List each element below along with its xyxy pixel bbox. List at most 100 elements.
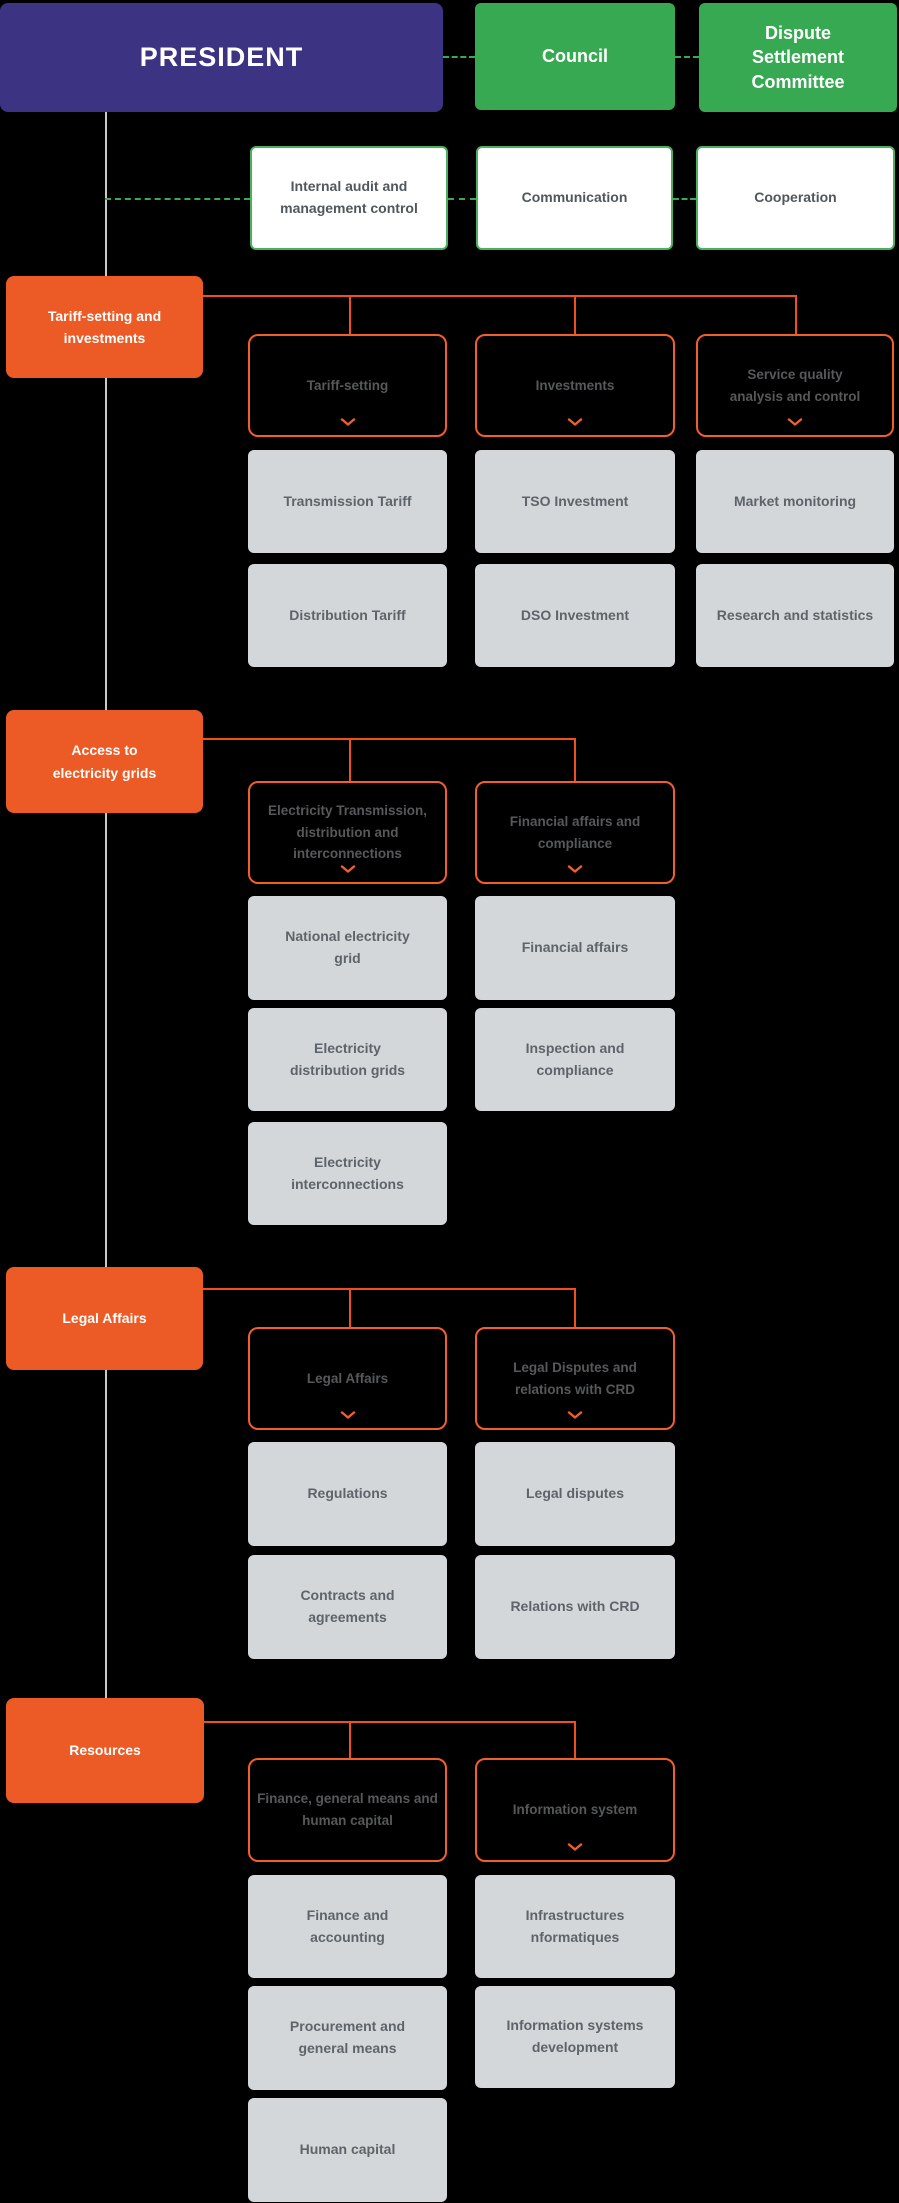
connector-line <box>574 1721 576 1758</box>
group-tariff-setting[interactable]: Tariff-setting <box>248 334 447 437</box>
node-inspection-compliance: Inspection and compliance <box>475 1008 675 1111</box>
group-electricity-transmission[interactable]: Electricity Transmission, distribution a… <box>248 781 447 884</box>
node-label: Finance and accounting <box>306 1906 389 1945</box>
node-label: Legal disputes <box>525 1485 625 1502</box>
connector-line <box>574 295 576 334</box>
node-relations-crd: Relations with CRD <box>475 1555 675 1659</box>
connector-line <box>349 1288 351 1327</box>
group-information-system[interactable]: Information system <box>475 1758 675 1862</box>
council-label: Council <box>542 46 608 67</box>
connector-line <box>574 738 576 781</box>
section-tariff-investments: Tariff-setting and investments <box>6 276 203 378</box>
group-heading: Legal Disputes and relations with CRD <box>513 1359 637 1397</box>
node-label: Regulations <box>307 1485 388 1502</box>
node-distribution-tariff: Distribution Tariff <box>248 564 447 667</box>
node-label: DSO Investment <box>520 606 630 623</box>
node-label: Distribution Tariff <box>289 606 406 623</box>
chevron-down-icon <box>340 418 356 426</box>
group-heading: Financial affairs and compliance <box>509 813 641 851</box>
section-title: Access to electricity grids <box>52 742 157 781</box>
chevron-down-icon <box>567 865 583 873</box>
chevron-down-icon <box>567 1411 583 1419</box>
communication-label: Communication <box>521 189 628 206</box>
group-heading: Finance, general means and human capital <box>257 1791 438 1828</box>
group-heading: Information system <box>512 1802 638 1818</box>
node-label: Human capital <box>299 2141 396 2158</box>
node-label: Infrastructures nformatiques <box>525 1906 625 1945</box>
node-label: Relations with CRD <box>510 1598 640 1615</box>
group-service-quality[interactable]: Service quality analysis and control <box>696 334 894 437</box>
node-electricity-distribution-grids: Electricity distribution grids <box>248 1008 447 1111</box>
chevron-down-icon <box>340 1411 356 1419</box>
connector-line <box>203 1721 576 1723</box>
connector-line <box>574 1288 576 1327</box>
node-research-statistics: Research and statistics <box>696 564 894 667</box>
node-legal-disputes: Legal disputes <box>475 1442 675 1546</box>
section-legal-affairs: Legal Affairs <box>6 1267 203 1370</box>
section-title: Tariff-setting and investments <box>47 307 162 346</box>
node-label: Contracts and agreements <box>300 1587 395 1625</box>
dispute-committee-label: Dispute Settlement Committee <box>751 23 845 92</box>
node-cooperation: Cooperation <box>696 146 895 250</box>
dashed-connector <box>673 198 696 200</box>
node-dispute-settlement-committee: Dispute Settlement Committee <box>699 3 897 112</box>
node-finance-accounting: Finance and accounting <box>248 1875 447 1978</box>
node-label: TSO Investment <box>521 492 629 509</box>
group-heading: Electricity Transmission, distribution a… <box>267 803 428 862</box>
connector-line <box>349 738 351 781</box>
cooperation-label: Cooperation <box>754 189 837 206</box>
group-heading: Legal Affairs <box>306 1370 389 1386</box>
node-procurement-general-means: Procurement and general means <box>248 1986 447 2090</box>
node-human-capital: Human capital <box>248 2098 447 2202</box>
node-national-electricity-grid: National electricity grid <box>248 896 447 1000</box>
group-heading: Tariff-setting <box>306 377 389 393</box>
connector-line <box>349 295 351 334</box>
connector-line <box>203 1288 576 1290</box>
group-heading: Service quality analysis and control <box>729 366 861 404</box>
node-label: Electricity interconnections <box>291 1153 404 1192</box>
node-it-infrastructures: Infrastructures nformatiques <box>475 1875 675 1978</box>
group-legal-affairs[interactable]: Legal Affairs <box>248 1327 447 1430</box>
node-president: PRESIDENT <box>0 3 443 112</box>
node-label: Inspection and compliance <box>525 1039 625 1078</box>
dashed-connector <box>448 198 476 200</box>
group-heading: Investments <box>535 377 615 393</box>
president-trunk-line <box>105 112 107 1698</box>
node-label: Electricity distribution grids <box>289 1039 406 1078</box>
node-tso-investment: TSO Investment <box>475 450 675 553</box>
group-finance-means-human-capital[interactable]: Finance, general means and human capital <box>248 1758 447 1862</box>
node-label: Information systems development <box>506 2017 644 2055</box>
node-information-systems-development: Information systems development <box>475 1986 675 2088</box>
node-label: Market monitoring <box>733 492 857 509</box>
node-council: Council <box>475 3 675 110</box>
node-label: Transmission Tariff <box>283 492 412 509</box>
president-label: PRESIDENT <box>139 42 304 72</box>
connector-line <box>203 738 576 740</box>
node-financial-affairs: Financial affairs <box>475 896 675 1000</box>
group-legal-disputes-crd[interactable]: Legal Disputes and relations with CRD <box>475 1327 675 1430</box>
node-internal-audit: Internal audit and management control <box>250 146 448 250</box>
chevron-down-icon <box>567 1843 583 1851</box>
chevron-down-icon <box>340 865 356 873</box>
node-label: National electricity grid <box>285 928 410 966</box>
node-regulations: Regulations <box>248 1442 447 1546</box>
node-market-monitoring: Market monitoring <box>696 450 894 553</box>
dashed-connector <box>105 198 250 200</box>
group-financial-affairs-compliance[interactable]: Financial affairs and compliance <box>475 781 675 884</box>
section-access-grids: Access to electricity grids <box>6 710 203 813</box>
node-transmission-tariff: Transmission Tariff <box>248 450 447 553</box>
section-resources: Resources <box>6 1698 204 1803</box>
node-communication: Communication <box>476 146 673 250</box>
dashed-connector <box>675 56 699 58</box>
group-investments[interactable]: Investments <box>475 334 675 437</box>
node-dso-investment: DSO Investment <box>475 564 675 667</box>
internal-audit-label: Internal audit and management control <box>280 178 418 216</box>
node-label: Procurement and general means <box>289 2018 406 2056</box>
section-title: Resources <box>69 1742 141 1759</box>
node-electricity-interconnections: Electricity interconnections <box>248 1122 447 1225</box>
section-title: Legal Affairs <box>62 1310 147 1327</box>
node-contracts-agreements: Contracts and agreements <box>248 1555 447 1659</box>
connector-line <box>203 295 797 297</box>
chevron-down-icon <box>787 418 803 426</box>
